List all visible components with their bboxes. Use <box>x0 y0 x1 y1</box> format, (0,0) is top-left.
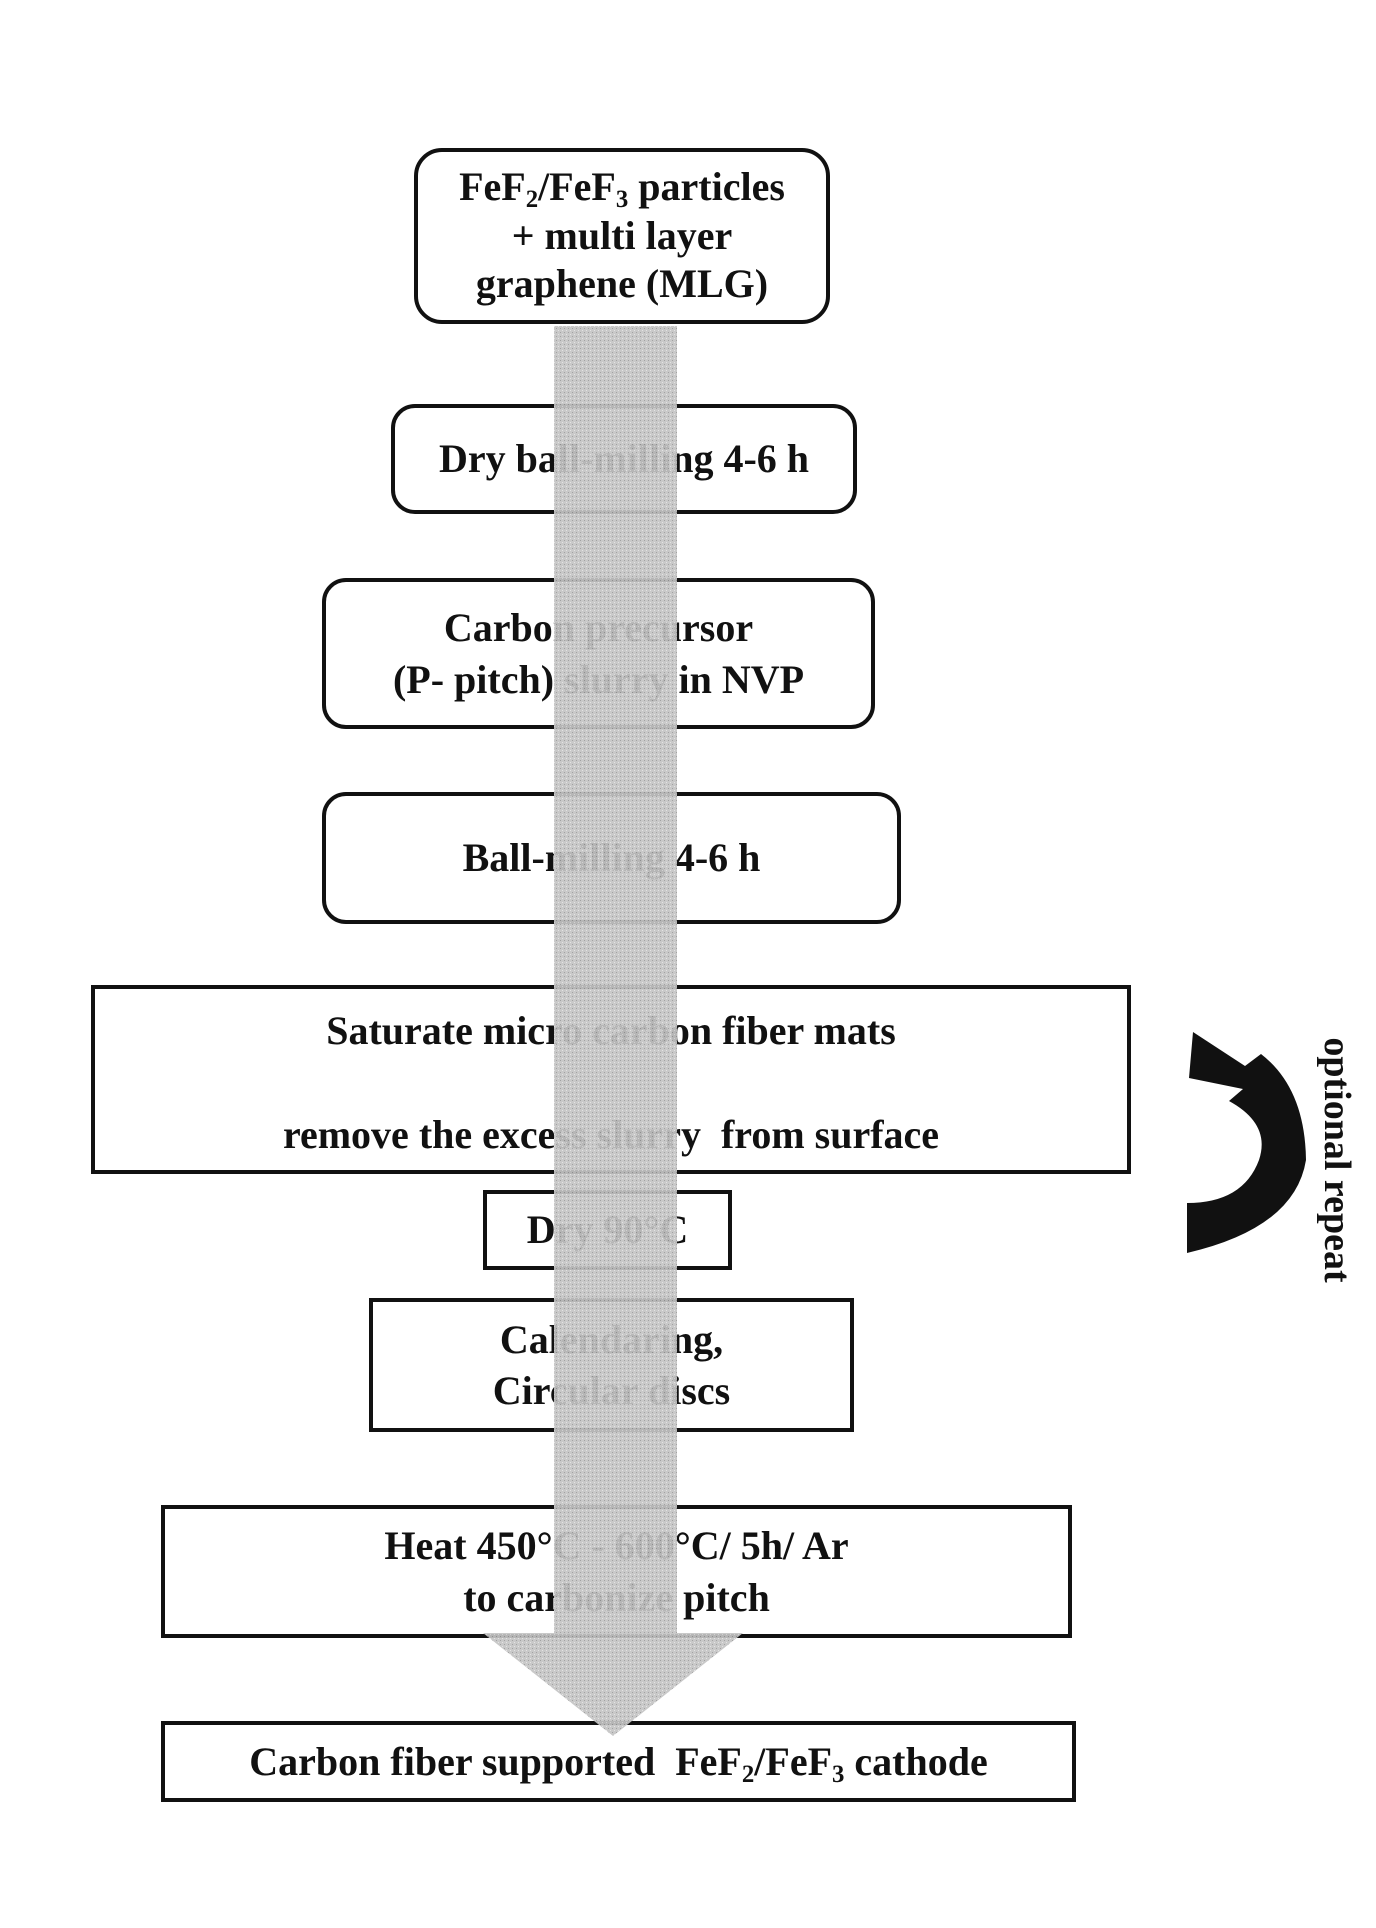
step-heat-carbonize: Heat 450°C - 600°C/ 5h/ Ar to carbonize … <box>161 1505 1072 1638</box>
step-line: to carbonize pitch <box>463 1574 770 1620</box>
optional-repeat-label: optional repeat <box>1316 1037 1358 1283</box>
step-carbon-precursor-slurry: Carbon precursor (P- pitch) slurry in NV… <box>322 578 875 729</box>
step-line: FeF2/FeF3 particles <box>459 163 785 213</box>
repeat-loop-arrow-icon <box>1187 1032 1306 1253</box>
step-line: Circular discs <box>492 1368 731 1413</box>
step-starting-materials: FeF2/FeF3 particles + multi layer graphe… <box>414 148 830 324</box>
step-line: + multi layer <box>511 212 733 258</box>
step-ball-milling: Ball-milling 4-6 h <box>322 792 901 924</box>
step-line: Heat 450°C - 600°C/ 5h/ Ar <box>384 1523 849 1569</box>
step-dry-ball-milling: Dry ball-milling 4-6 h <box>391 404 857 514</box>
step-line: Ball-milling 4-6 h <box>462 835 761 881</box>
step-line: Calendaring, <box>499 1316 724 1362</box>
step-line: remove the excess slurry from surface <box>282 1111 940 1157</box>
step-saturate-fiber-mats: Saturate micro carbon fiber mats remove … <box>91 985 1131 1174</box>
step-line: Carbon precursor <box>443 605 754 651</box>
step-final-cathode: Carbon fiber supported FeF2/FeF3 cathode <box>161 1721 1076 1802</box>
step-dry: Dry 90°C <box>483 1190 732 1270</box>
step-line: graphene (MLG) <box>475 261 769 307</box>
step-line: Dry ball-milling 4-6 h <box>438 436 810 482</box>
step-calendaring: Calendaring, Circular discs <box>369 1298 854 1432</box>
step-line: (P- pitch) slurry in NVP <box>392 656 805 702</box>
step-line: Saturate micro carbon fiber mats <box>326 1008 896 1053</box>
step-line: Dry 90°C <box>526 1207 689 1253</box>
step-line: Carbon fiber supported FeF2/FeF3 cathode <box>249 1738 988 1788</box>
